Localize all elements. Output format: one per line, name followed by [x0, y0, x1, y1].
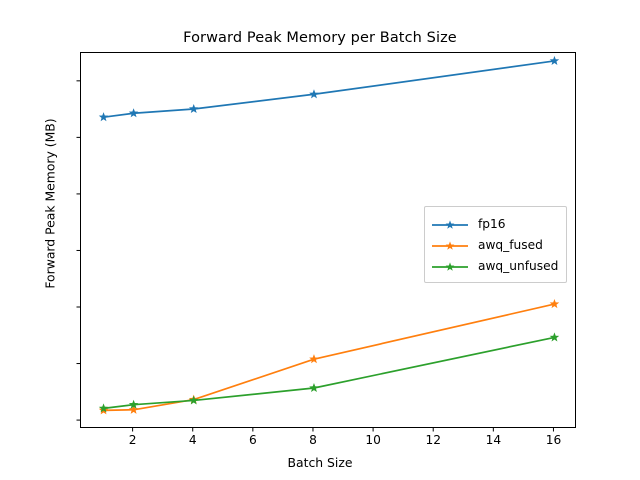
x-tick-label: 16: [545, 433, 562, 447]
data-point-marker: [188, 395, 199, 405]
legend-label: awq_unfused: [478, 258, 559, 273]
data-point-marker: [445, 219, 455, 229]
data-point-marker: [309, 89, 319, 99]
legend-swatch: [431, 259, 469, 273]
legend-item-awq_fused: awq_fused: [431, 234, 558, 255]
data-point-marker: [188, 103, 199, 114]
data-point-marker: [549, 55, 560, 65]
series-awq_unfused: [98, 332, 560, 413]
legend-item-fp16: fp16: [431, 213, 558, 234]
data-point-marker: [128, 404, 139, 414]
legend-swatch: [431, 217, 469, 231]
legend-label: fp16: [478, 216, 506, 231]
data-point-marker: [98, 403, 109, 413]
data-point-marker: [309, 383, 319, 393]
legend-line-sample: [432, 261, 468, 271]
chart-legend: fp16 awq_fused awq_unfused: [424, 206, 568, 283]
data-point-marker: [128, 108, 139, 118]
x-tick-label: 12: [425, 433, 441, 447]
x-tick-label: 4: [188, 433, 197, 447]
legend-swatch: [431, 238, 469, 252]
plot-svg: [98, 55, 560, 415]
legend-label: awq_fused: [478, 237, 543, 252]
legend-line-sample: [432, 240, 468, 250]
data-point-marker: [445, 261, 455, 271]
data-point-marker: [309, 354, 319, 364]
x-axis-label: Batch Size: [287, 455, 353, 470]
chart-title: Forward Peak Memory per Batch Size: [183, 30, 457, 46]
data-point-marker: [128, 399, 139, 409]
x-tick-label: 8: [309, 433, 317, 447]
data-point-marker: [445, 240, 455, 250]
series-fp16: [98, 55, 560, 122]
data-point-marker: [549, 332, 560, 342]
data-point-marker: [98, 112, 109, 122]
x-tick-label: 14: [485, 433, 502, 447]
legend-line-sample: [432, 219, 468, 229]
data-point-marker: [549, 299, 560, 309]
x-tick-label: 2: [128, 433, 137, 447]
x-tick-label: 10: [365, 433, 381, 447]
y-axis-label: Forward Peak Memory (MB): [42, 118, 58, 289]
x-tick-label: 6: [248, 433, 257, 447]
legend-item-awq_unfused: awq_unfused: [431, 255, 558, 276]
